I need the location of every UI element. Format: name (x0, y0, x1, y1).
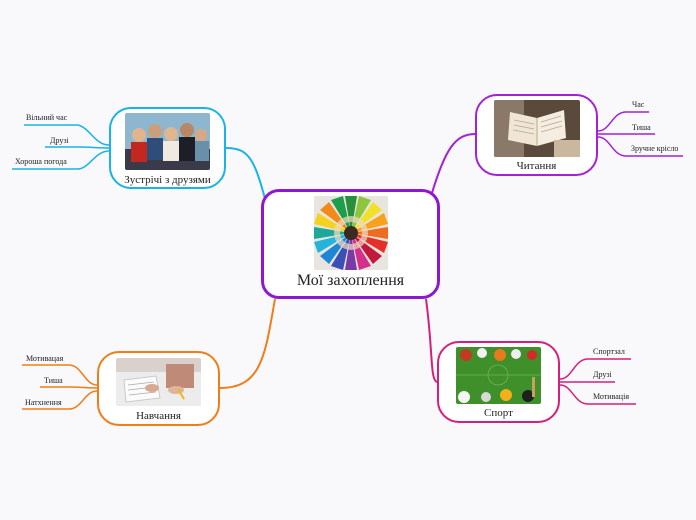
central-topic[interactable]: Мої захоплення (261, 189, 440, 299)
leaf-study-inspiration[interactable]: Натхнення (25, 398, 62, 407)
leaf-friends-friends[interactable]: Друзі (50, 136, 69, 145)
reading-leaf-connectors (597, 111, 683, 157)
connector-center-sport (425, 298, 438, 383)
leaf-friends-free-time[interactable]: Вільний час (26, 113, 68, 122)
friends-leaf-connectors (12, 124, 110, 170)
sport-leaf-connectors (559, 358, 636, 405)
book-image (493, 100, 580, 157)
connector-center-study (219, 298, 276, 389)
topic-reading[interactable]: Читання (475, 94, 598, 176)
topic-friends-title: Зустрічі з друзями (124, 174, 211, 186)
topic-friends[interactable]: Зустрічі з друзями (109, 107, 226, 189)
topic-sport[interactable]: Спорт (437, 341, 560, 423)
colored-pencils-image (313, 196, 388, 270)
topic-study-title: Навчання (136, 410, 181, 422)
leaf-friends-good-weather[interactable]: Хороша погода (15, 157, 67, 166)
leaf-reading-time[interactable]: Час (632, 100, 645, 109)
central-topic-title: Мої захоплення (296, 272, 405, 289)
topic-study[interactable]: Навчання (97, 351, 220, 426)
leaf-sport-motivation[interactable]: Мотивація (593, 392, 629, 401)
leaf-study-motivation[interactable]: Мотивацая (26, 354, 64, 363)
topic-sport-title: Спорт (484, 407, 513, 419)
study-leaf-connectors (22, 364, 98, 410)
students-image (116, 358, 201, 406)
sports-image (456, 347, 541, 404)
connector-center-reading (431, 133, 476, 194)
friends-image (125, 113, 210, 170)
leaf-reading-silence[interactable]: Тиша (632, 123, 651, 132)
leaf-sport-gym[interactable]: Спортзал (593, 347, 625, 356)
topic-reading-title: Читання (516, 160, 557, 172)
leaf-reading-armchair[interactable]: Зручне крісло (631, 144, 679, 153)
leaf-sport-friends[interactable]: Друзі (593, 370, 612, 379)
leaf-study-silence[interactable]: Тиша (44, 376, 63, 385)
